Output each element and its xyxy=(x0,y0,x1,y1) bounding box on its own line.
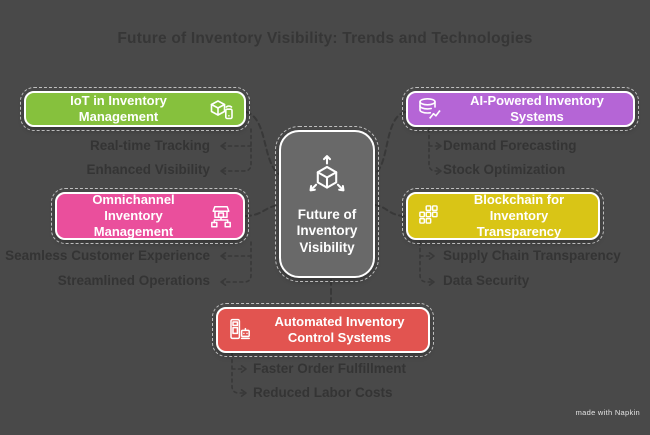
subtopic-label: Supply Chain Transparency xyxy=(443,248,621,263)
node-automation-label: Automated Inventory Control Systems xyxy=(274,314,405,345)
subconnector-omnichannel xyxy=(221,241,252,283)
package-signal-icon xyxy=(209,96,235,122)
subtopic-label: Data Security xyxy=(443,273,530,288)
subtopic-label: Stock Optimization xyxy=(443,162,566,177)
cube-3d-arrows-icon xyxy=(304,152,350,198)
node-omnichannel: Omnichannel Inventory Management xyxy=(51,188,249,244)
arrowhead xyxy=(428,252,435,260)
subtopic-label: Demand Forecasting xyxy=(443,138,577,153)
robot-machine-icon xyxy=(227,317,253,343)
arrowhead xyxy=(240,365,247,373)
subtopic-label: Enhanced Visibility xyxy=(86,162,210,177)
arrowhead xyxy=(240,389,247,397)
subconnector-ai xyxy=(428,128,441,172)
database-analytics-icon xyxy=(417,96,443,122)
subtopic-label: Faster Order Fulfillment xyxy=(253,361,407,376)
node-ai-label: AI-Powered Inventory Systems xyxy=(470,93,604,124)
node-ai: AI-Powered Inventory Systems xyxy=(402,87,639,131)
store-network-icon xyxy=(208,203,234,229)
subtopic-label: Real-time Tracking xyxy=(89,138,210,153)
connector-omnichannel-center xyxy=(245,204,280,217)
node-blockchain-label: Blockchain for Inventory Transparency xyxy=(473,192,565,239)
subtopic-label: Streamlined Operations xyxy=(57,273,210,288)
node-iot: IoT in Inventory Management xyxy=(20,87,250,131)
connector-iot-center xyxy=(245,111,280,175)
subconnector-iot xyxy=(221,128,252,172)
connector-ai-center xyxy=(374,111,406,175)
arrowhead xyxy=(220,142,227,150)
node-center: Future of Inventory Visibility xyxy=(275,126,379,282)
node-automation: Automated Inventory Control Systems xyxy=(212,303,434,357)
subconnector-automation xyxy=(231,352,246,394)
arrowhead xyxy=(435,167,442,175)
connector-blockchain-center xyxy=(374,204,405,217)
arrowhead xyxy=(435,142,442,150)
subtopic-label: Reduced Labor Costs xyxy=(253,385,393,400)
watermark: made with Napkin xyxy=(575,408,640,417)
node-blockchain: Blockchain for Inventory Transparency xyxy=(402,188,604,244)
center-node-label: Future of Inventory Visibility xyxy=(296,206,358,255)
arrowhead xyxy=(220,278,227,286)
arrowhead xyxy=(220,252,227,260)
arrowhead xyxy=(220,167,227,175)
node-omnichannel-label: Omnichannel Inventory Management xyxy=(92,192,175,239)
subconnector-blockchain xyxy=(419,241,434,283)
arrowhead xyxy=(428,278,435,286)
subtopic-label: Seamless Customer Experience xyxy=(5,248,210,263)
node-iot-label: IoT in Inventory Management xyxy=(70,93,167,124)
diagram-title: Future of Inventory Visibility: Trends a… xyxy=(117,30,533,47)
blocks-grid-icon xyxy=(417,204,442,229)
